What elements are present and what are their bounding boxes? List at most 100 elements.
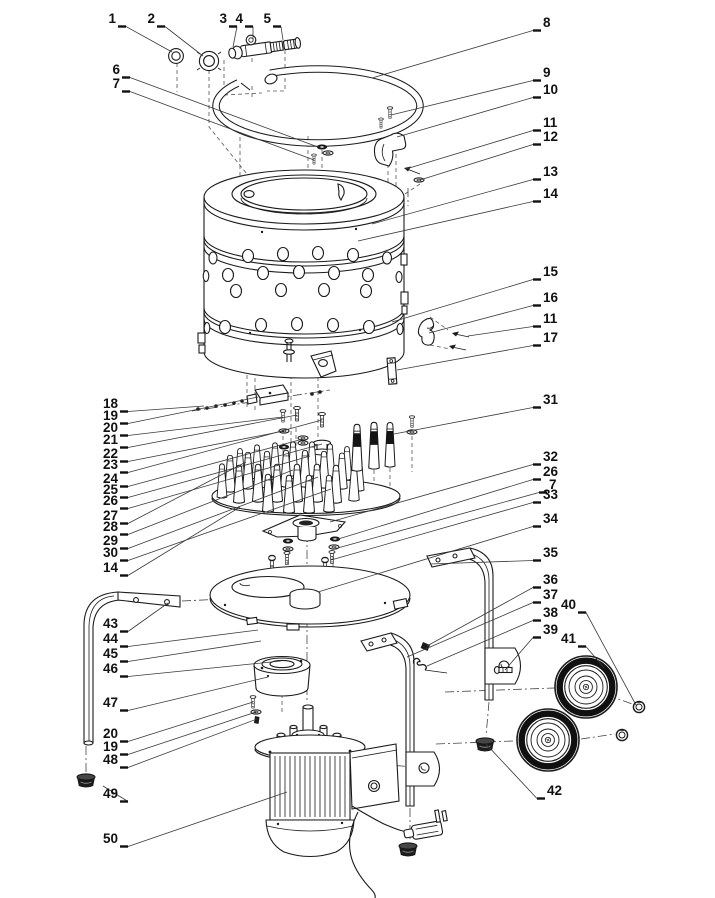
callout-42-45: 42	[485, 743, 562, 800]
callout-leader-line	[127, 488, 332, 561]
callout-49-54: 49	[102, 785, 129, 803]
callout-leader-line	[232, 26, 238, 48]
callout-leader-line	[127, 476, 319, 549]
power-cord	[351, 805, 412, 833]
callout-leader-line	[280, 26, 284, 41]
callout-leader-line	[129, 91, 315, 161]
callout-20-20: 20	[103, 416, 284, 437]
shaft-spacer-34	[289, 588, 321, 610]
callout-10-9: 10	[396, 82, 558, 138]
callout-leader-line	[317, 526, 534, 593]
part-number-label: 9	[543, 65, 551, 80]
washer-1	[171, 51, 181, 61]
callout-leader-line	[102, 785, 129, 802]
part-number-label: 44	[103, 631, 119, 646]
part-number-label: 50	[103, 831, 118, 846]
part-number-label: 27	[103, 508, 118, 523]
part-number-label: 17	[543, 330, 558, 345]
callout-9-8: 9	[390, 65, 551, 116]
callout-leader-line	[371, 30, 534, 79]
callout-leader-line	[127, 791, 288, 847]
callout-8-7: 8	[371, 15, 551, 79]
spare-fingers-31	[351, 421, 396, 472]
callout-leader-line	[467, 326, 534, 337]
callout-2-1: 2	[147, 11, 204, 57]
callout-leader-line	[127, 718, 258, 768]
front-right-leg	[360, 632, 441, 857]
callout-50-55: 50	[103, 791, 288, 848]
callout-29-29: 29	[103, 476, 319, 550]
part-number-label: 28	[103, 519, 119, 534]
callout-leader-line	[129, 77, 319, 148]
part-number-label: 35	[543, 545, 559, 560]
part-number-label: 8	[543, 15, 551, 30]
callout-leader-line	[334, 479, 534, 541]
part-number-label: 2	[147, 11, 155, 26]
callout-25-25: 25	[103, 443, 323, 499]
part-number-label: 40	[561, 597, 576, 612]
part-number-label: 23	[103, 457, 119, 472]
callout-26-26: 26	[103, 455, 311, 510]
drum-holes	[202, 245, 404, 336]
part-number-label: 42	[547, 783, 562, 798]
back-right-leg	[426, 547, 522, 752]
wheel-upper-41	[555, 656, 617, 718]
callout-40-43: 40	[561, 597, 637, 706]
callout-27-27: 27	[103, 461, 247, 525]
callout-13-12: 13	[371, 164, 559, 225]
ring-hose	[212, 59, 424, 147]
frame-legs	[76, 547, 522, 857]
part-number-label: 7	[112, 76, 120, 91]
callout-47-50: 47	[103, 676, 269, 712]
callout-leader-line	[127, 676, 269, 711]
part-number-label: 29	[103, 533, 118, 548]
latch-parts	[386, 317, 470, 385]
callout-leader-line	[127, 396, 259, 424]
part-number-label: 3	[219, 11, 227, 26]
callout-26-34: 26	[334, 464, 559, 541]
callout-48-53: 48	[103, 718, 258, 769]
callout-leader-line	[127, 416, 284, 436]
hose-fitting-5	[283, 36, 302, 51]
callout-41-44: 41	[561, 631, 605, 669]
part-number-label: 5	[263, 11, 271, 26]
hub-assembly	[261, 514, 347, 582]
part-number-label: 13	[543, 164, 559, 179]
bracket-19	[246, 384, 289, 406]
callout-leader-line	[333, 492, 540, 550]
callout-14-31: 14	[103, 506, 241, 577]
callout-leader-line	[127, 629, 259, 647]
callout-leader-line	[127, 711, 257, 755]
callout-leader-line	[127, 602, 169, 632]
part-number-label: 20	[103, 726, 118, 741]
washer-12	[413, 177, 425, 183]
callout-leader-line	[127, 701, 254, 742]
callout-leader-line	[127, 469, 294, 535]
callout-15-14: 15	[391, 264, 559, 323]
callout-19-19: 19	[103, 396, 259, 425]
part-number-label: 4	[235, 11, 243, 26]
bolt-36	[420, 642, 430, 651]
part-number-label: 31	[543, 392, 559, 407]
callout-6-5: 6	[112, 62, 319, 148]
callout-7-6: 7	[112, 76, 315, 161]
part-number-label: 36	[543, 572, 559, 587]
callout-leader-line	[504, 637, 534, 671]
part-number-label: 26	[543, 464, 559, 479]
callout-leader-line	[125, 26, 173, 53]
callout-7-35: 7	[333, 477, 557, 550]
junction-box	[349, 743, 400, 810]
part-number-label: 1	[108, 11, 116, 26]
callout-leader-line	[329, 464, 534, 523]
callout-4-3: 4	[235, 11, 254, 41]
axle-bolt-39	[493, 666, 513, 674]
callout-leader-line	[396, 345, 534, 371]
callout-leader-line	[127, 640, 262, 662]
mount-bracket-row	[191, 384, 331, 412]
part-number-label: 6	[112, 62, 120, 77]
callout-leader-line	[405, 130, 534, 170]
callout-leader-line	[426, 620, 534, 667]
r-clip-38	[412, 657, 427, 671]
callout-leader-line	[371, 179, 534, 225]
